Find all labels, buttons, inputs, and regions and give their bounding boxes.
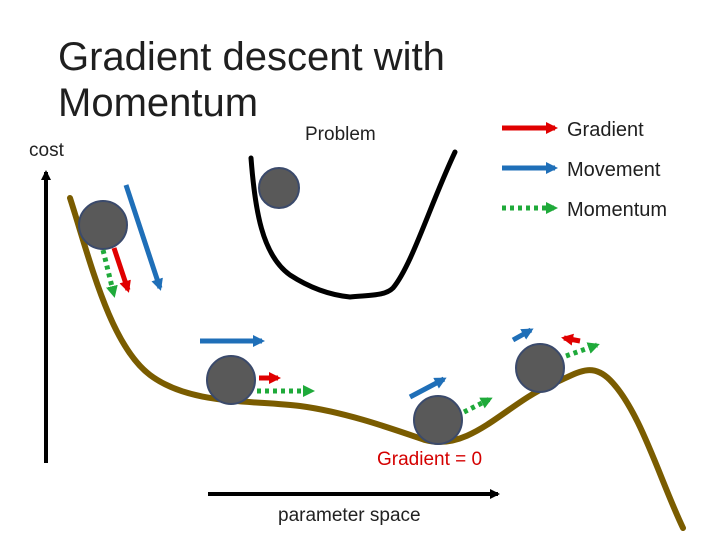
ball-4-movement-arrow [511,327,534,343]
legend-label-momentum: Momentum [567,199,668,221]
ball-4-momentum-arrow [565,342,600,359]
legend-label-movement: Movement [567,159,661,181]
problem-curve [248,149,458,300]
ball-problem [258,167,300,209]
ball-3 [413,395,463,445]
ball-1-gradient-arrow [111,247,131,293]
ball-4 [515,343,565,393]
x-axis-label: parameter space [278,505,421,526]
ball-3-momentum-arrow [462,396,493,415]
ball-4-gradient-arrow [561,333,581,346]
ball-1-movement-arrow [123,184,163,291]
ball-1 [78,200,128,250]
slide-title: Gradient descent with Momentum [58,34,478,126]
ball-2 [206,355,256,405]
title-line-1: Gradient descent with [58,35,445,79]
cost-curve [67,195,686,531]
legend-label-gradient: Gradient [567,119,644,141]
y-axis-label: cost [29,140,64,161]
problem-label: Problem [305,124,376,145]
gradient-zero-label: Gradient = 0 [377,449,483,470]
title-line-2: Momentum [58,81,259,125]
ball-3-movement-arrow [408,376,447,400]
ball-1-momentum-arrow [100,249,118,298]
